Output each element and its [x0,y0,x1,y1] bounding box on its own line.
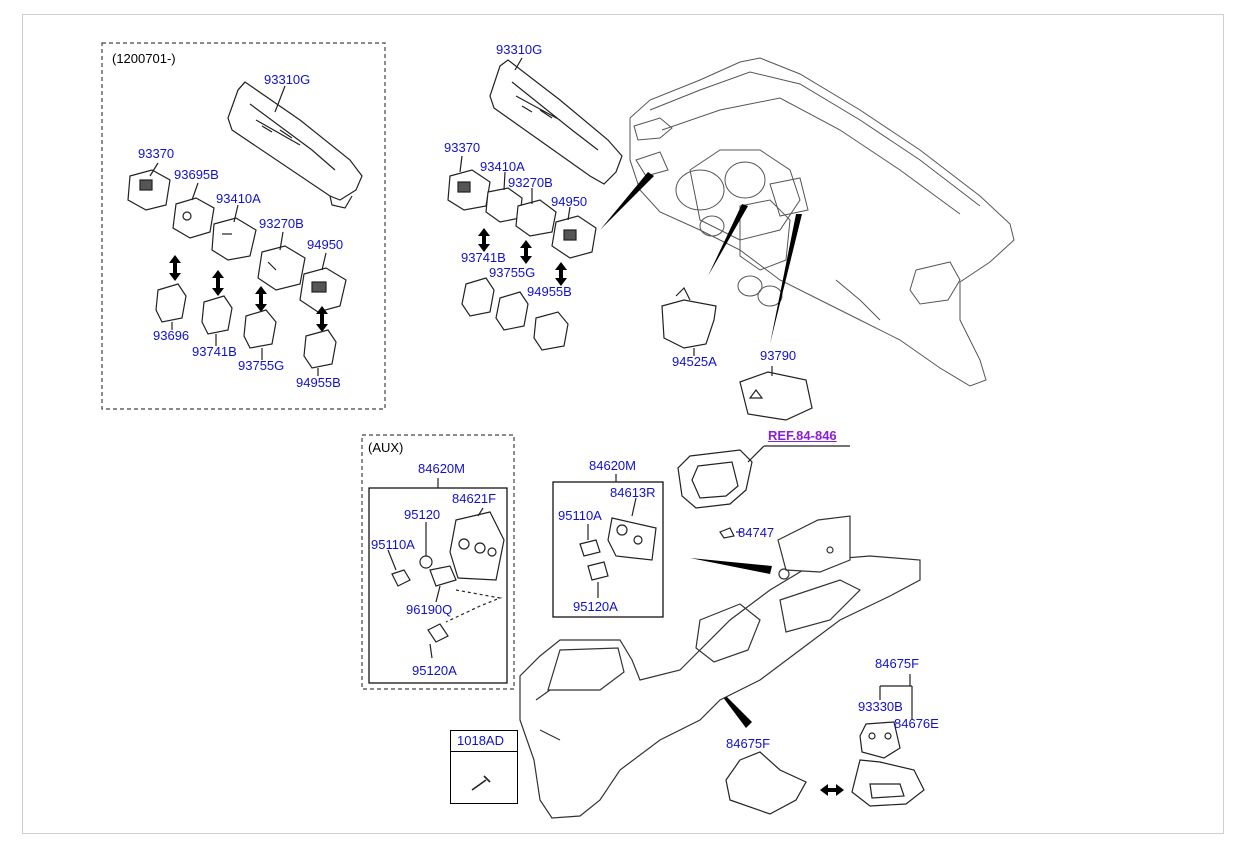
cover-84675F [725,751,807,815]
center-console [519,515,921,819]
84620M-box [552,481,664,618]
part-label-94950[interactable]: 94950 [307,237,344,252]
switch-94525A [661,286,717,349]
main-84620M-parts [579,517,657,581]
part-label-84676E[interactable]: 84676E [894,716,939,731]
switch-93790 [739,371,813,421]
arrows-mid [478,228,567,286]
part-label-93410A[interactable]: 93410A [480,159,525,174]
part-label-93755G[interactable]: 93755G [238,358,285,373]
bezel-93310G-mid [489,59,623,185]
part-label-93695B[interactable]: 93695B [174,167,219,182]
part-label-95120[interactable]: 95120 [404,507,441,522]
blanks-mid [461,277,569,351]
blanks-left [155,283,337,369]
arrows-left [169,255,328,332]
part-label-84675F[interactable]: 84675F [875,656,920,671]
part-label-93741B[interactable]: 93741B [192,344,237,359]
part-label-93741B[interactable]: 93741B [461,250,506,265]
switch-93695B [172,197,215,239]
switch-93370-left [127,169,171,211]
part-label-95110A[interactable]: 95110A [371,537,415,552]
part-label-93410A[interactable]: 93410A [216,191,261,206]
reference-link[interactable]: REF.84-846 [768,428,837,443]
switch-93270B-mid [515,199,557,237]
part-label-84675F[interactable]: 84675F [726,736,771,751]
part-label-84613R[interactable]: 84613R [610,485,656,500]
part-label-93755G[interactable]: 93755G [489,265,536,280]
switch-93270B-left [257,245,306,291]
part-label-95120A[interactable]: 95120A [412,663,457,678]
part-label-96190Q[interactable]: 96190Q [406,602,453,617]
switch-94950-mid [551,215,597,259]
part-label-93370[interactable]: 93370 [138,146,175,161]
screw-1018AD [471,775,491,791]
part-label-84621F[interactable]: 84621F [452,491,497,506]
part-label-93310G[interactable]: 93310G [496,42,543,57]
part-label-84620M[interactable]: 84620M [418,461,465,476]
part-label-95120A[interactable]: 95120A [573,599,618,614]
part-label-93330B[interactable]: 93330B [858,699,903,714]
switch-93330B [859,721,901,759]
double-arrow [820,784,844,796]
cover-84676E [851,759,925,807]
part-label-1018AD[interactable]: 1018AD [457,733,504,748]
switch-93410A-left [211,217,257,261]
aux-group-label: (AUX) [368,440,404,455]
part-label-93270B[interactable]: 93270B [259,216,304,231]
part-label-95110A[interactable]: 95110A [558,508,602,523]
part-label-94525A[interactable]: 94525A [672,354,717,369]
part-label-94955B[interactable]: 94955B [296,375,341,390]
switch-93370-mid [447,169,491,211]
part-box-1018AD [450,730,518,804]
bezel-93310G-left [227,81,363,209]
diagram-frame [22,14,1224,834]
part-label-84747[interactable]: 84747 [738,525,775,540]
part-label-93310G[interactable]: 93310G [264,72,311,87]
part-label-84620M[interactable]: 84620M [589,458,636,473]
variant-group-label: (1200701-) [112,51,176,66]
switch-94950-left [299,267,347,313]
pointer-wedges [600,172,802,728]
variant-group-box [101,42,386,410]
part-label-93790[interactable]: 93790 [760,348,797,363]
part-label-93370[interactable]: 93370 [444,140,481,155]
dashboard [629,57,1015,387]
part-label-93270B[interactable]: 93270B [508,175,553,190]
shift-trim-ring [677,449,753,509]
aux-parts [391,511,505,643]
part-label-94955B[interactable]: 94955B [527,284,572,299]
part-label-93696[interactable]: 93696 [153,328,190,343]
part-label-94950[interactable]: 94950 [551,194,588,209]
